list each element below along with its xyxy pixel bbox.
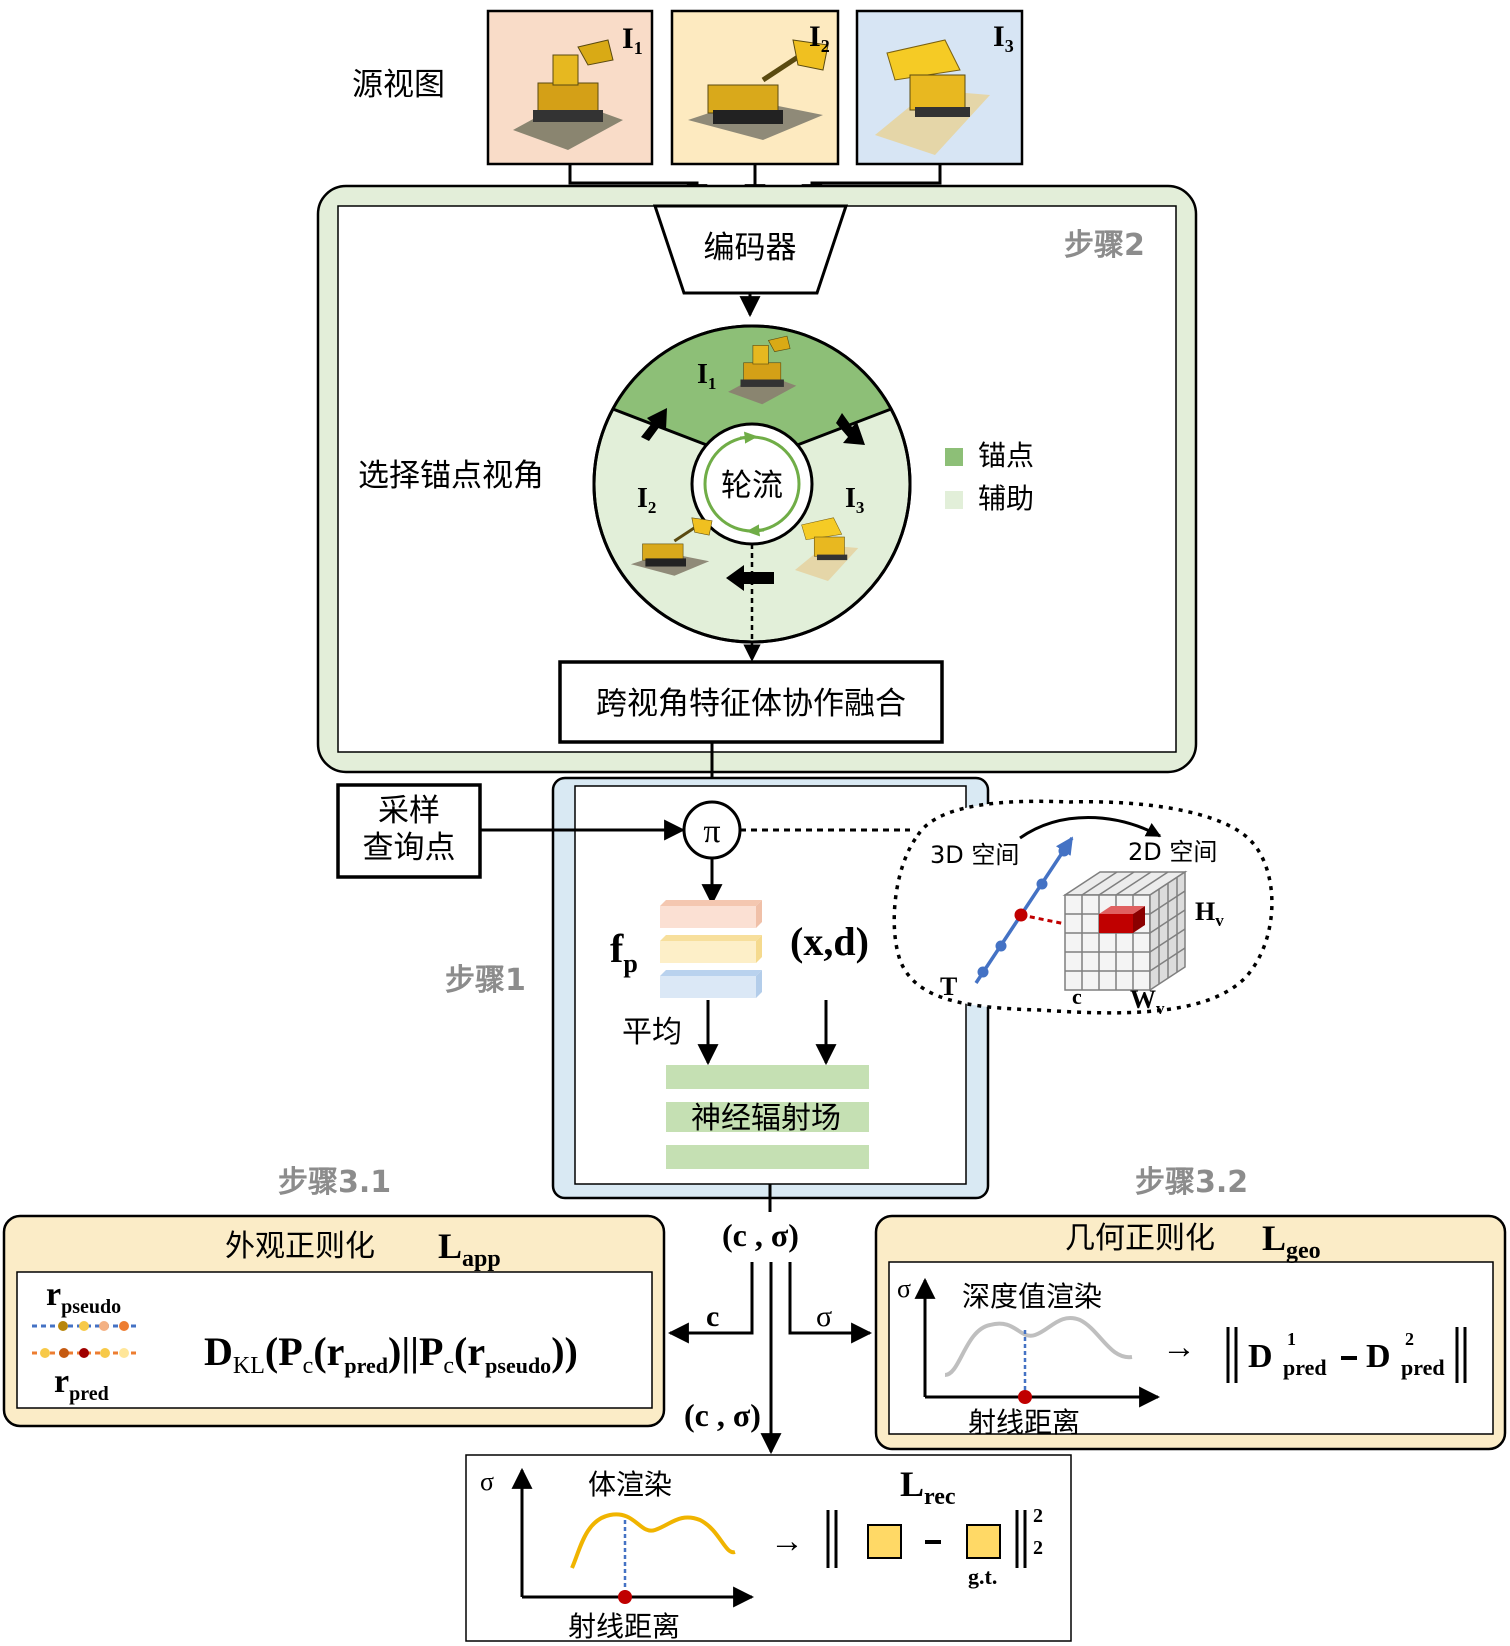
inset-to-label: 2D 空间 <box>1128 838 1217 866</box>
source-view-2-label: I <box>809 20 821 53</box>
r-pred-label: r <box>54 1363 69 1400</box>
feature-label: f <box>610 926 624 971</box>
reconstruction-loss: L <box>900 1464 924 1504</box>
select-anchor-label: 选择锚点视角 <box>358 458 544 494</box>
volume-ray-distance: 射线距离 <box>568 1610 680 1643</box>
pred-ray <box>32 1348 140 1358</box>
ray-origin-label: T <box>940 972 957 1001</box>
depth-ray-distance: 射线距离 <box>968 1406 1080 1439</box>
output-c-sigma: (c , σ) <box>722 1217 799 1253</box>
geometry-title: 几何正则化 <box>1065 1221 1215 1256</box>
volume-sigma: σ <box>480 1467 494 1496</box>
legend-aux-swatch <box>945 491 963 509</box>
width-label: W <box>1130 985 1156 1014</box>
appearance-loss: L <box>438 1226 462 1266</box>
inset-from-label: 3D 空间 <box>930 841 1019 869</box>
sampling-label-1: 采样 <box>378 793 440 829</box>
legend-aux-label: 辅助 <box>978 482 1034 515</box>
source-view-3-label: I <box>993 20 1005 53</box>
channel-label: c <box>1072 984 1082 1009</box>
sampled-feature-cell <box>1099 906 1145 933</box>
nerf-label: 神经辐射场 <box>691 1101 841 1136</box>
volume-title: 体渲染 <box>588 1468 672 1501</box>
encoder-label: 编码器 <box>704 230 797 266</box>
wheel-view-2-label: I <box>637 483 648 514</box>
gt-label: g.t. <box>968 1564 997 1589</box>
projection-label: π <box>703 813 720 850</box>
volume-arrow: → <box>770 1523 804 1560</box>
appearance-title: 外观正则化 <box>225 1229 375 1264</box>
source-views-label: 源视图 <box>352 67 445 103</box>
pred-color-swatch <box>868 1525 901 1558</box>
rotate-label: 轮流 <box>721 468 783 504</box>
feature-stack <box>660 900 762 998</box>
geometry-arrow: → <box>1162 1329 1196 1366</box>
coords-label: (x,d) <box>790 919 869 964</box>
depth-render-label: 深度值渲染 <box>962 1280 1102 1313</box>
svg-text:pred: pred <box>1401 1355 1445 1380</box>
step31-label: 步骤3.1 <box>278 1165 391 1200</box>
norm-sub: 2 <box>1033 1537 1043 1559</box>
svg-text:D: D <box>1248 1338 1273 1375</box>
sigma-output-label: σ <box>816 1300 832 1333</box>
fusion-label: 跨视角特征体协作融合 <box>596 686 906 722</box>
legend-anchor-label: 锚点 <box>978 439 1034 472</box>
gt-color-swatch <box>967 1525 1000 1558</box>
source-view-1: I1 <box>488 11 652 164</box>
step1-label: 步骤1 <box>445 963 526 998</box>
sampling-label-2: 查询点 <box>363 830 456 866</box>
source-view-1-label: I <box>622 22 634 55</box>
wheel-view-1-label: I <box>697 359 708 390</box>
depth-sigma: σ <box>897 1274 911 1303</box>
svg-text:1: 1 <box>1287 1329 1296 1349</box>
norm-sup: 2 <box>1033 1505 1043 1527</box>
source-view-3: I3 <box>857 11 1022 164</box>
svg-text:D: D <box>1366 1338 1391 1375</box>
output-c-sigma-bottom: (c , σ) <box>684 1397 761 1433</box>
source-view-2: I2 <box>672 11 838 164</box>
geometry-loss: L <box>1262 1218 1286 1258</box>
r-pseudo-label: r <box>46 1276 61 1313</box>
projection-inset: 3D 空间 2D 空间 T Hv <box>894 801 1272 1018</box>
wheel-view-3-label: I <box>845 483 856 514</box>
svg-text:2: 2 <box>1405 1329 1414 1349</box>
legend-anchor-swatch <box>945 448 963 466</box>
anchor-wheel: 轮流 I1 I2 <box>594 326 910 642</box>
step2-label: 步骤2 <box>1064 228 1145 263</box>
c-output-label: c <box>706 1300 719 1333</box>
height-label: H <box>1195 897 1215 926</box>
step32-label: 步骤3.2 <box>1135 1165 1248 1200</box>
average-label: 平均 <box>622 1015 682 1050</box>
svg-text:pred: pred <box>1283 1355 1327 1380</box>
